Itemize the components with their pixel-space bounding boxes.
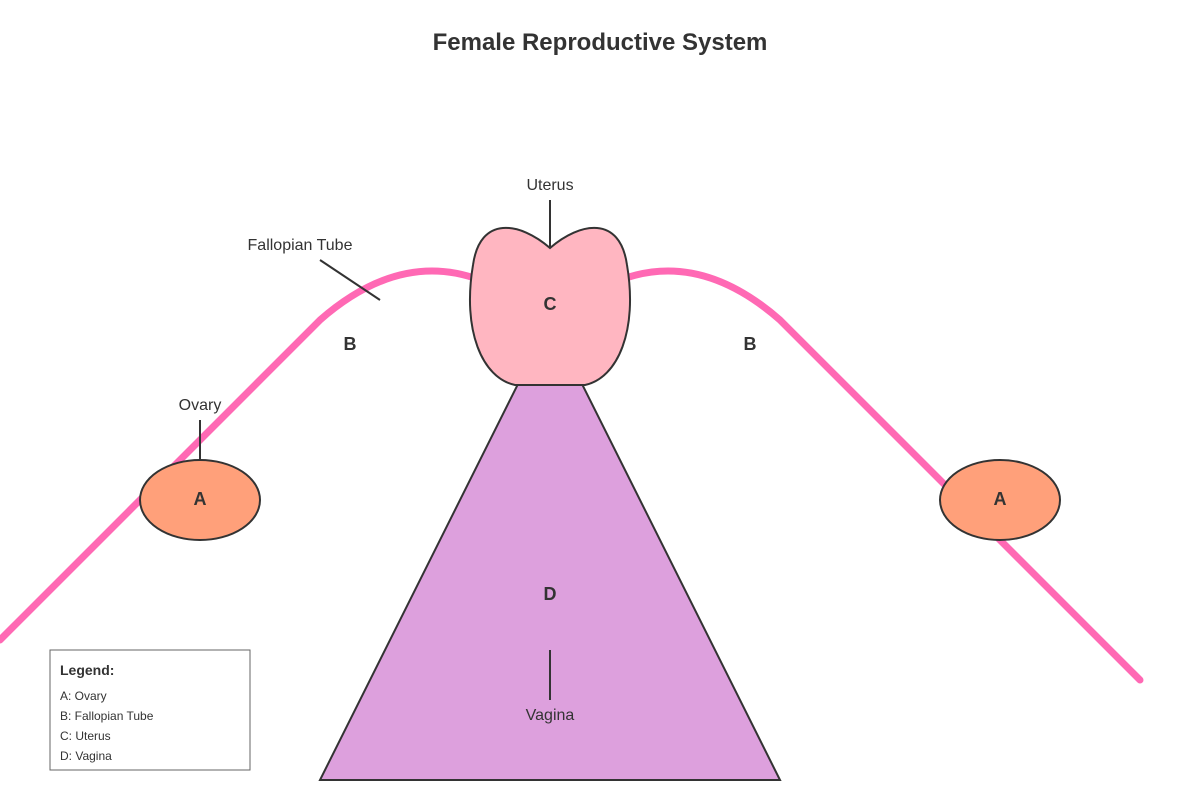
legend-item: C: Uterus (60, 729, 111, 743)
fallopian-tube-marker-right: B (744, 334, 757, 354)
legend-box (49, 649, 251, 771)
uterus-marker: C (544, 294, 557, 314)
vagina-callout: Vagina (526, 707, 575, 724)
legend-item: A: Ovary (60, 689, 107, 703)
ovary-callout: Ovary (179, 397, 222, 414)
vagina-marker: D (544, 584, 557, 604)
fallopian-tube-right (616, 267, 1144, 684)
fallopian-tube-marker-left: B (344, 334, 357, 354)
fallopian-tube-left (0, 267, 484, 644)
legend: Legend: A: Ovary B: Fallopian Tube C: Ut… (49, 649, 251, 771)
legend-title: Legend: (60, 662, 114, 678)
ovary-right (939, 459, 1061, 541)
uterus-callout: Uterus (526, 177, 573, 194)
diagram-title: Female Reproductive System (433, 29, 768, 56)
fallopian-tube-callout: Fallopian Tube (248, 237, 353, 254)
legend-item: D: Vagina (60, 749, 112, 763)
uterus-shape (469, 227, 631, 386)
fallopian-tube-leader-line (319, 259, 381, 301)
ovary-marker-right: A (994, 489, 1007, 509)
ovary-marker-left: A (194, 489, 207, 509)
legend-item: B: Fallopian Tube (60, 709, 154, 723)
